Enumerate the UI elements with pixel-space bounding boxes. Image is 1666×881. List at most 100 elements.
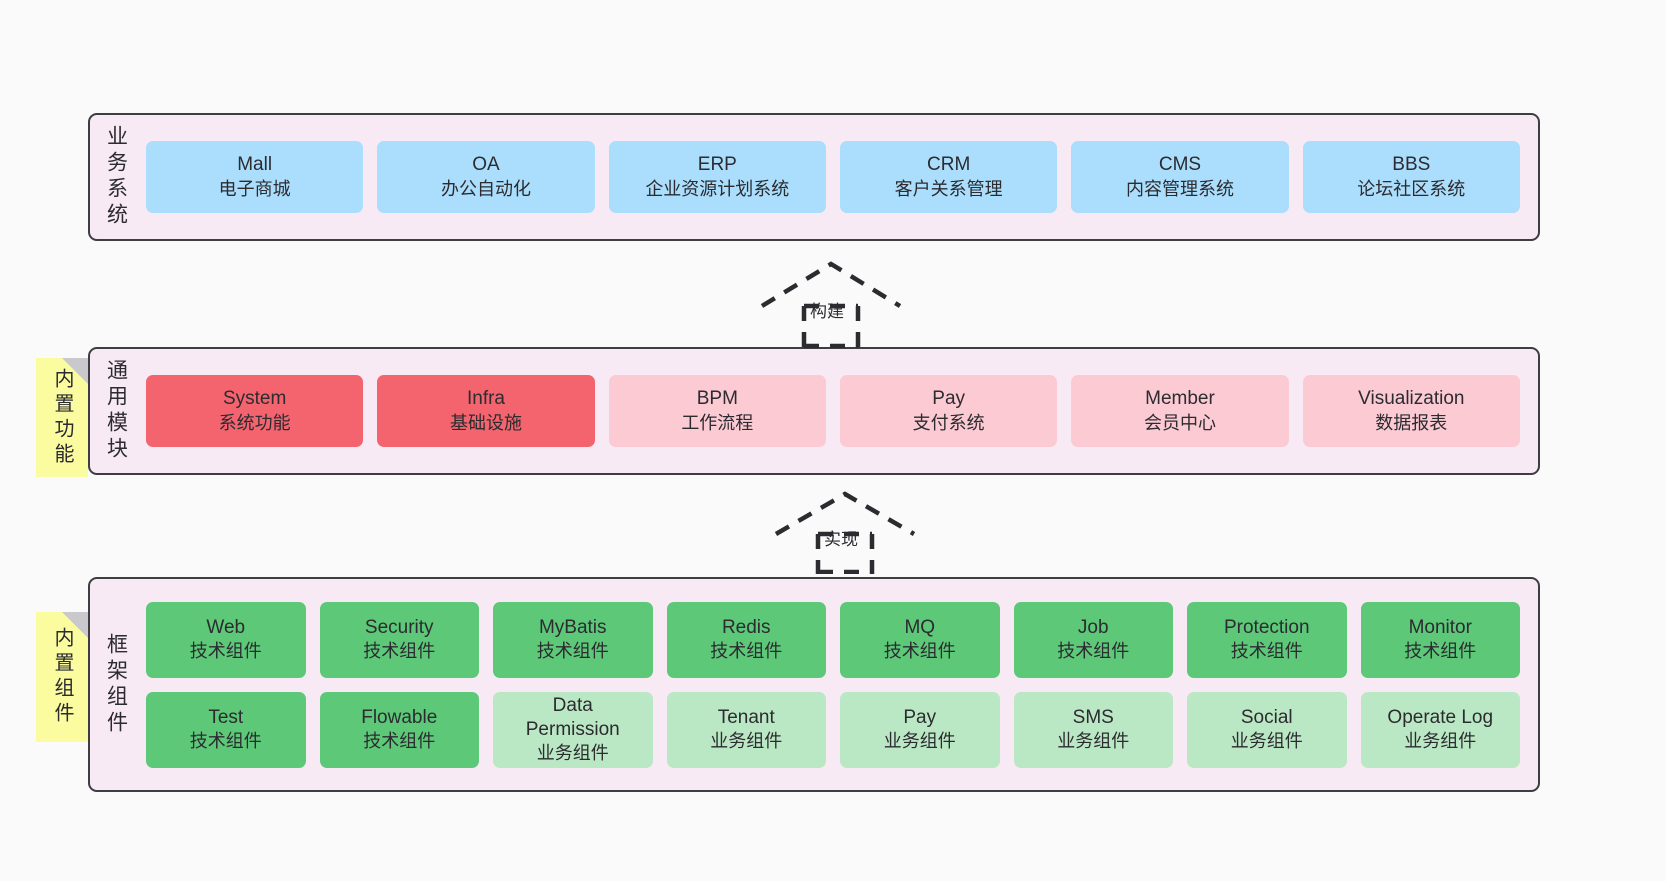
- layer-framework-component: 框架组件 Web 技术组件 Security 技术组件 MyBatis 技术组件…: [88, 577, 1540, 792]
- card-desc: 技术组件: [363, 641, 436, 662]
- card-bbs[interactable]: BBS 论坛社区系统: [1302, 141, 1520, 213]
- card-desc: 支付系统: [912, 412, 985, 433]
- arrow-build-icon: [760, 261, 902, 349]
- card-desc: 企业资源计划系统: [645, 178, 790, 199]
- card-title: Pay: [932, 388, 966, 410]
- card-title: CRM: [927, 154, 971, 176]
- card-title: ERP: [697, 154, 737, 176]
- layer-body-general-module: System 系统功能 Infra 基础设施 BPM 工作流程 Pay 支付系统…: [142, 349, 1538, 473]
- card-protection[interactable]: Protection 技术组件: [1187, 601, 1347, 678]
- layer-title-framework-component: 框架组件: [104, 632, 128, 737]
- layer-general-module: 通用模块 System 系统功能 Infra 基础设施 BPM 工作流程 Pay…: [88, 347, 1540, 475]
- card-title: Member: [1145, 388, 1215, 410]
- card-desc: 业务组件: [1057, 731, 1130, 752]
- card-erp[interactable]: ERP 企业资源计划系统: [608, 141, 826, 213]
- card-system[interactable]: System 系统功能: [146, 375, 364, 447]
- card-test[interactable]: Test 技术组件: [146, 691, 306, 768]
- card-desc: 业务组件: [1404, 731, 1477, 752]
- card-title: BBS: [1392, 154, 1431, 176]
- card-desc: 会员中心: [1143, 412, 1216, 433]
- card-title: Web: [206, 616, 246, 638]
- card-operate-log[interactable]: Operate Log 业务组件: [1360, 691, 1520, 768]
- card-redis[interactable]: Redis 技术组件: [666, 601, 826, 678]
- sticky-note-builtin-function: 内置功能: [36, 358, 88, 477]
- card-desc: 基础设施: [449, 412, 522, 433]
- card-desc: 业务组件: [1230, 731, 1303, 752]
- card-sms[interactable]: SMS 业务组件: [1013, 691, 1173, 768]
- card-title: Operate Log: [1387, 706, 1494, 728]
- card-desc: 客户关系管理: [894, 178, 1003, 199]
- card-cms[interactable]: CMS 内容管理系统: [1071, 141, 1289, 213]
- layer-body-framework-component: Web 技术组件 Security 技术组件 MyBatis 技术组件 Redi…: [142, 579, 1538, 790]
- card-oa[interactable]: OA 办公自动化: [377, 141, 595, 213]
- card-desc: 技术组件: [883, 641, 956, 662]
- card-desc: 技术组件: [536, 641, 609, 662]
- card-social[interactable]: Social 业务组件: [1187, 691, 1347, 768]
- card-flowable[interactable]: Flowable 技术组件: [319, 691, 479, 768]
- card-desc: 办公自动化: [440, 178, 531, 199]
- arrow-build: 构建: [756, 258, 906, 349]
- card-desc: 系统功能: [218, 412, 291, 433]
- card-bpm[interactable]: BPM 工作流程: [608, 375, 826, 447]
- card-desc: 数据报表: [1375, 412, 1448, 433]
- card-desc: 技术组件: [710, 641, 783, 662]
- card-desc: 业务组件: [883, 731, 956, 752]
- sticky-note-label: 内置功能: [51, 367, 73, 468]
- card-desc: 技术组件: [1404, 641, 1477, 662]
- card-desc: 技术组件: [1230, 641, 1303, 662]
- card-mq[interactable]: MQ 技术组件: [840, 601, 1000, 678]
- card-visualization[interactable]: Visualization 数据报表: [1302, 375, 1520, 447]
- layer-business-system: 业务系统 Mall 电子商城 OA 办公自动化 ERP 企业资源计划系统 CRM…: [88, 113, 1540, 241]
- sticky-note-label: 内置组件: [51, 627, 73, 727]
- card-row: Mall 电子商城 OA 办公自动化 ERP 企业资源计划系统 CRM 客户关系…: [146, 141, 1520, 213]
- card-title: System: [222, 388, 287, 410]
- layer-title-general-module: 通用模块: [104, 359, 128, 463]
- card-title: Social: [1240, 706, 1293, 728]
- card-tenant[interactable]: Tenant 业务组件: [666, 691, 826, 768]
- card-title: Pay: [903, 706, 937, 728]
- card-row: System 系统功能 Infra 基础设施 BPM 工作流程 Pay 支付系统…: [146, 375, 1520, 447]
- card-desc: 业务组件: [710, 731, 783, 752]
- card-data-permission[interactable]: Data Permission 业务组件: [493, 691, 653, 768]
- sticky-fold-corner-icon: [62, 612, 88, 638]
- card-title: MQ: [904, 616, 936, 638]
- card-desc: 技术组件: [189, 641, 262, 662]
- card-desc: 工作流程: [681, 412, 754, 433]
- card-title: Test: [208, 706, 244, 728]
- card-crm[interactable]: CRM 客户关系管理: [839, 141, 1058, 213]
- card-title: MyBatis: [538, 616, 607, 638]
- card-title: Flowable: [361, 706, 438, 728]
- card-title: CMS: [1158, 154, 1202, 176]
- card-row: Web 技术组件 Security 技术组件 MyBatis 技术组件 Redi…: [146, 601, 1520, 678]
- card-mybatis[interactable]: MyBatis 技术组件: [493, 601, 653, 678]
- card-desc: 电子商城: [218, 178, 291, 199]
- sticky-note-builtin-component: 内置组件: [36, 612, 88, 742]
- card-mall[interactable]: Mall 电子商城: [146, 141, 364, 213]
- card-member[interactable]: Member 会员中心: [1071, 375, 1289, 447]
- sticky-fold-corner-icon: [62, 358, 88, 384]
- card-infra[interactable]: Infra 基础设施: [377, 375, 595, 447]
- card-title: Security: [364, 616, 434, 638]
- card-desc: 内容管理系统: [1125, 178, 1234, 199]
- layer-title-business-system: 业务系统: [104, 125, 128, 229]
- arrow-implement-icon: [774, 491, 916, 575]
- card-job[interactable]: Job 技术组件: [1013, 601, 1173, 678]
- card-web[interactable]: Web 技术组件: [146, 601, 306, 678]
- layer-body-business-system: Mall 电子商城 OA 办公自动化 ERP 企业资源计划系统 CRM 客户关系…: [142, 115, 1538, 239]
- card-title: Protection: [1223, 616, 1310, 638]
- card-title: Monitor: [1408, 616, 1472, 638]
- card-desc: 技术组件: [363, 731, 436, 752]
- card-desc: 技术组件: [1057, 641, 1130, 662]
- card-row: Test 技术组件 Flowable 技术组件 Data Permission …: [146, 691, 1520, 768]
- card-security[interactable]: Security 技术组件: [319, 601, 479, 678]
- card-title: SMS: [1072, 706, 1114, 728]
- card-title: Visualization: [1358, 388, 1465, 410]
- card-desc: 技术组件: [189, 731, 262, 752]
- card-title: Tenant: [717, 706, 775, 728]
- arrow-implement: 实现: [770, 488, 920, 575]
- card-title: OA: [472, 154, 500, 176]
- card-pay[interactable]: Pay 支付系统: [839, 375, 1058, 447]
- card-pay-component[interactable]: Pay 业务组件: [840, 691, 1000, 768]
- card-monitor[interactable]: Monitor 技术组件: [1360, 601, 1520, 678]
